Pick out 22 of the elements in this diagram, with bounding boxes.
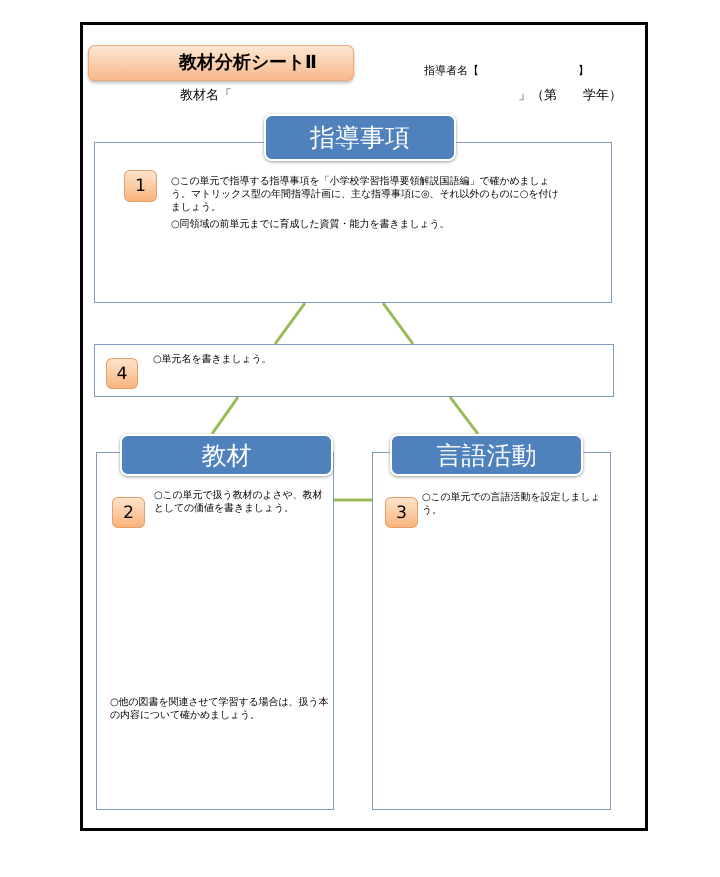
number-badge: 2 — [112, 497, 145, 528]
number-badge: 1 — [124, 170, 157, 202]
connector-line — [274, 302, 306, 345]
number-badge: 4 — [106, 358, 138, 389]
instruction-text: ○この単元での言語活動を設定しましょう。 — [422, 491, 602, 517]
heading-tab: 教材 — [120, 434, 333, 476]
instruction-text: ○この単元で扱う教材のよさや、教材としての価値を書きましょう。 — [154, 489, 324, 515]
panel-box — [94, 344, 614, 397]
connector-line — [382, 302, 414, 345]
heading-tab: 言語活動 — [390, 434, 583, 476]
instruction-text: ○単元名を書きましょう。 — [153, 353, 273, 366]
instruction-text: ○この単元で指導する指導事項を「小学校学習指導要領解説国語編」で確かめましょう。マトリックス型の年間指導計画に、主な指導事項に◎、それ以外のものに○を付けましょう。 — [171, 175, 560, 214]
instruction-text: ○他の図書を関連させて学習する場合は、扱う本の内容について確かめましょう。 — [110, 696, 330, 722]
connector-line — [334, 498, 372, 502]
form-field-label: 指導者名【 】 — [424, 63, 589, 78]
number-badge: 3 — [385, 497, 418, 528]
instruction-text: ○同領域の前単元までに育成した資質・能力を書きましょう。 — [171, 218, 451, 231]
connector-line — [210, 396, 240, 435]
title-banner: 教材分析シートⅡ — [88, 45, 354, 81]
form-field-label: 教材名「 」（第 学年） — [180, 87, 622, 104]
connector-line — [448, 396, 480, 435]
heading-tab: 指導事項 — [264, 114, 456, 161]
